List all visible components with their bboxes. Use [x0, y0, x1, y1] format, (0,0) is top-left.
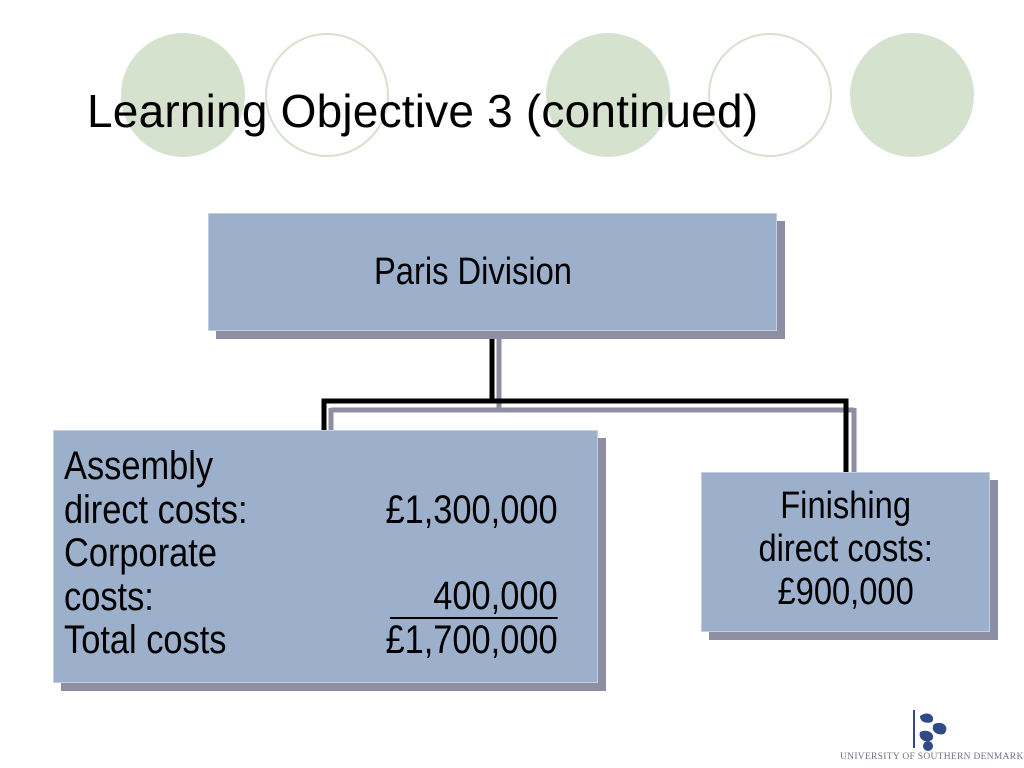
paris-division-label: Paris Division	[374, 251, 572, 293]
assembly-row: Corporate	[64, 531, 558, 576]
decor-circle-filled-1	[121, 33, 245, 157]
row-label: Corporate	[64, 531, 217, 575]
finishing-line-1: Finishing	[780, 485, 912, 527]
row-label: direct costs:	[64, 487, 248, 532]
row-label: Total costs	[64, 618, 227, 662]
assembly-cost-table: Assembly direct costs: £1,300,000 Corpor…	[64, 444, 558, 663]
row-amount: £1,700,000	[385, 618, 558, 662]
decor-circle-outline-1	[265, 33, 389, 157]
assembly-row: costs: 400,000	[64, 574, 558, 620]
decor-circle-outline-2	[708, 33, 832, 157]
university-logo: UNIVERSITY OF SOUTHERN DENMARK	[840, 708, 1024, 764]
finishing-box: Finishing direct costs: £900,000	[701, 472, 990, 632]
finishing-line-3: £900,000	[777, 571, 914, 613]
assembly-row: Assembly	[64, 444, 558, 489]
row-amount-underlined: 400,000	[390, 575, 558, 619]
assembly-box: Assembly direct costs: £1,300,000 Corpor…	[53, 430, 598, 683]
row-label: Assembly	[64, 444, 214, 488]
leaf-branch-icon	[913, 710, 947, 751]
decor-circle-filled-2	[546, 33, 670, 157]
row-label: costs:	[64, 574, 154, 619]
slide-title: Learning Objective 3 (continued)	[87, 85, 759, 137]
finishing-line-2: direct costs:	[758, 528, 933, 570]
assembly-row: Total costs £1,700,000	[64, 618, 558, 663]
assembly-row: direct costs: £1,300,000	[64, 487, 558, 533]
row-amount: £1,300,000	[385, 487, 558, 532]
decor-circle-filled-3	[850, 33, 974, 157]
finishing-text: Finishing direct costs: £900,000	[702, 485, 989, 614]
paris-division-box: Paris Division	[208, 213, 777, 331]
university-logo-text: UNIVERSITY OF SOUTHERN DENMARK	[840, 752, 1024, 762]
decorative-circles	[121, 33, 974, 157]
